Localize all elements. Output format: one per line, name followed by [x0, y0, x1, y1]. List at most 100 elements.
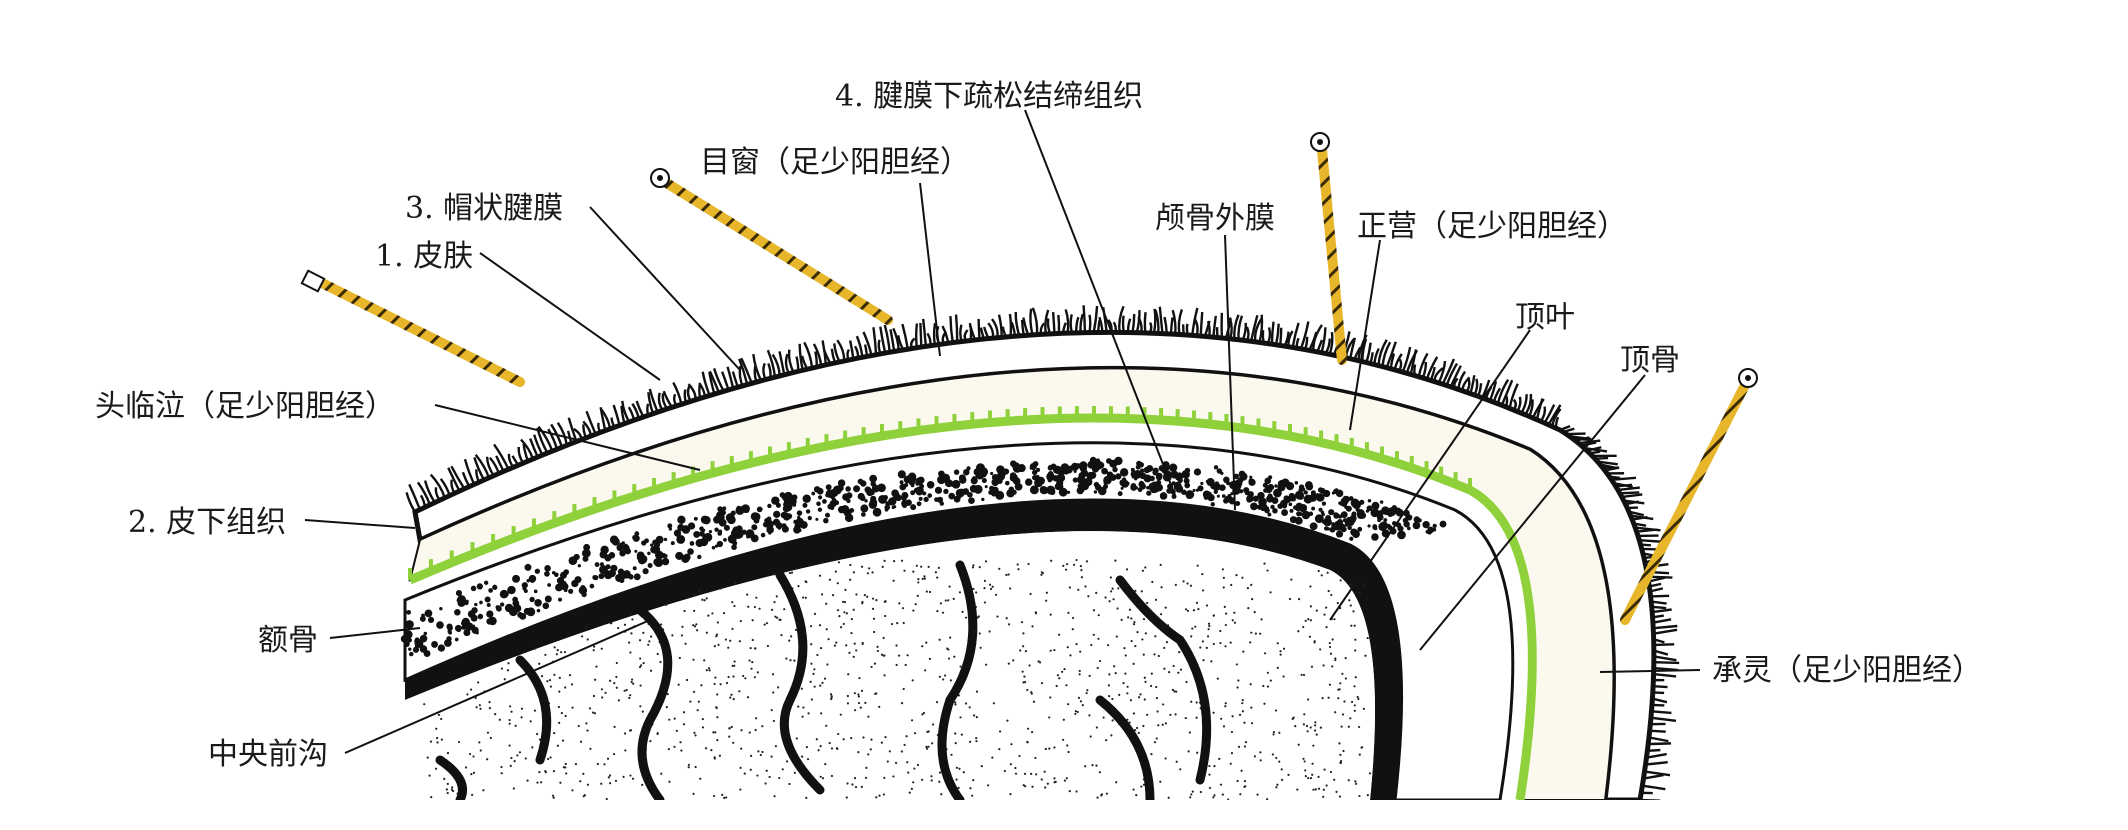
diploe-dot [1036, 468, 1040, 472]
brain-dot [857, 693, 859, 695]
hair-strand [1646, 754, 1666, 758]
hair-strand [1653, 692, 1664, 693]
brain-dot [578, 725, 580, 727]
brain-dot [757, 750, 759, 752]
brain-dot [924, 669, 926, 671]
brain-dot [615, 780, 617, 782]
diploe-dot [751, 524, 757, 530]
brain-dot [1005, 574, 1007, 576]
brain-dot [700, 684, 702, 686]
brain-dot [649, 740, 651, 742]
brain-dot [629, 613, 631, 615]
brain-dot [1206, 604, 1208, 606]
brain-dot [780, 634, 782, 636]
brain-dot [546, 680, 548, 682]
brain-dot [1066, 744, 1068, 746]
brain-dot [436, 741, 438, 743]
brain-dot [525, 757, 527, 759]
hair-strand [1030, 309, 1032, 335]
brain-dot [1335, 791, 1337, 793]
brain-dot [818, 749, 820, 751]
brain-dot [878, 795, 880, 797]
diploe-dot [1426, 530, 1430, 534]
brain-dot [1010, 743, 1012, 745]
diploe-dot [724, 525, 730, 531]
brain-dot [947, 648, 949, 650]
brain-dot [686, 679, 688, 681]
brain-dot [912, 679, 914, 681]
brain-dot [1298, 744, 1300, 746]
brain-dot [1018, 755, 1020, 757]
diploe-dot [773, 519, 780, 526]
brain-dot [917, 764, 919, 766]
diploe-dot [1323, 517, 1332, 526]
diploe-dot [826, 484, 832, 490]
brain-dot [807, 712, 809, 714]
diploe-dot [461, 621, 466, 626]
brain-dot [955, 742, 957, 744]
brain-dot [969, 706, 971, 708]
brain-dot [940, 793, 942, 795]
brain-dot [1142, 570, 1144, 572]
brain-dot [1208, 628, 1210, 630]
brain-dot [751, 661, 753, 663]
brain-dot [1196, 602, 1198, 604]
diploe-dot [1290, 509, 1294, 513]
brain-dot [939, 676, 941, 678]
diploe-dot [1015, 483, 1023, 491]
brain-dot [1165, 607, 1167, 609]
brain-dot [1089, 675, 1091, 677]
brain-dot [1349, 717, 1351, 719]
brain-dot [1331, 665, 1333, 667]
brain-dot [1223, 577, 1225, 579]
diploe-dot [757, 506, 763, 512]
hair-strand [1066, 310, 1068, 334]
diploe-dot [726, 513, 735, 522]
diploe-dot [1101, 468, 1108, 475]
brain-dot [1179, 768, 1181, 770]
brain-dot [788, 783, 790, 785]
diploe-dot [741, 504, 750, 513]
brain-dot [805, 797, 807, 799]
brain-dot [806, 746, 808, 748]
diploe-dot [524, 589, 528, 593]
brain-dot [734, 582, 736, 584]
brain-dot [1136, 631, 1138, 633]
brain-dot [613, 726, 615, 728]
brain-dot [812, 673, 814, 675]
brain-dot [1220, 718, 1222, 720]
brain-dot [1310, 605, 1312, 607]
diploe-dot [1371, 533, 1379, 541]
brain-dot [958, 768, 960, 770]
diploe-dot [822, 499, 827, 504]
brain-dot [1315, 788, 1317, 790]
brain-dot [855, 786, 857, 788]
brain-dot [769, 776, 771, 778]
diploe-dot [1206, 480, 1209, 483]
hair-strand [1133, 314, 1135, 333]
diploe-dot [598, 573, 604, 579]
diploe-dot [1223, 477, 1229, 483]
brain-dot [1202, 659, 1204, 661]
diploe-dot [869, 475, 877, 483]
brain-dot [428, 774, 430, 776]
brain-dot [772, 673, 774, 675]
hair-strand [1643, 775, 1663, 778]
brain-dot [553, 770, 555, 772]
brain-dot [692, 793, 694, 795]
brain-dot [1028, 664, 1030, 666]
brain-dot [1353, 685, 1355, 687]
diploe-dot [1258, 493, 1263, 498]
brain-dot [1354, 710, 1356, 712]
brain-dot [731, 726, 733, 728]
diploe-dot [892, 496, 897, 501]
brain-dot [949, 586, 951, 588]
brain-dot [854, 692, 856, 694]
diploe-dot [1345, 523, 1349, 527]
hair-strand [880, 327, 885, 353]
brain-dot [862, 642, 864, 644]
brain-dot [438, 714, 440, 716]
brain-dot [609, 782, 611, 784]
brain-dot [858, 702, 860, 704]
hair-strand [685, 389, 686, 402]
